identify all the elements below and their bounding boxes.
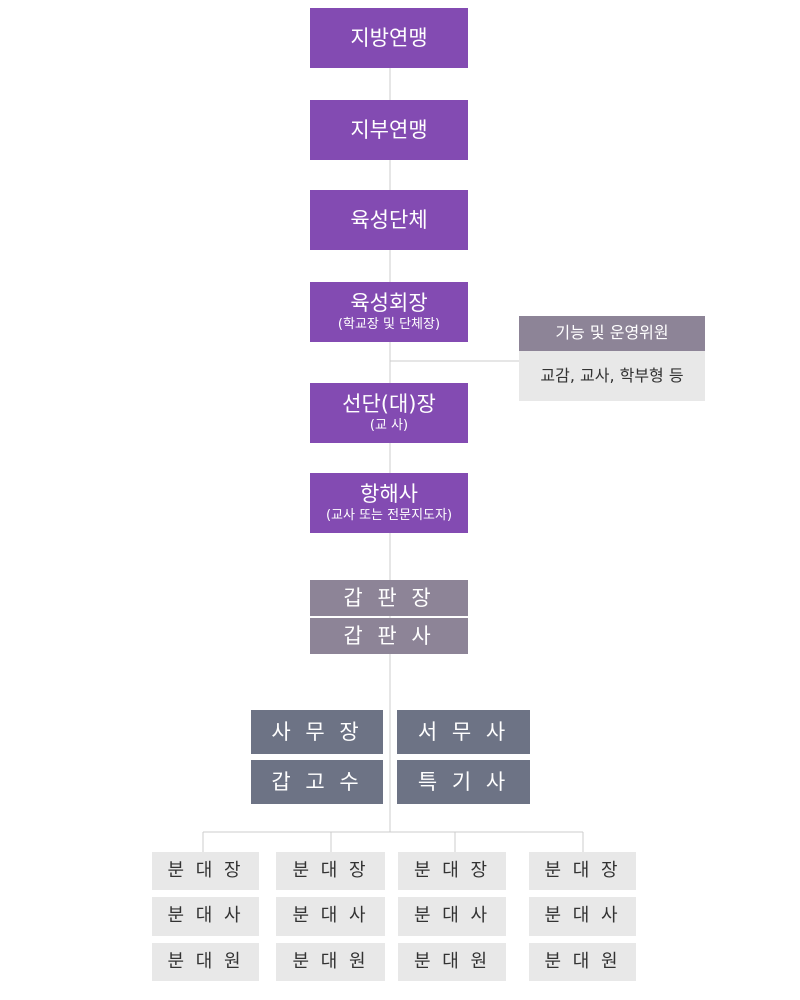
squad-deputy-label: 분 대 사	[292, 905, 369, 927]
node-label: 특 기 사	[417, 769, 510, 794]
squad-leader-label: 분 대 장	[292, 859, 369, 881]
squad-member-label: 분 대 원	[167, 950, 244, 972]
node-label: 갑 판 장	[343, 585, 435, 610]
node-navigator: 항해사 (교사 또는 전문지도자)	[310, 473, 468, 533]
node-sponsoring-body: 육성단체	[310, 190, 468, 250]
squad-leader: 분 대 장	[276, 852, 385, 890]
node-sublabel: (교사 또는 전문지도자)	[325, 507, 453, 523]
squad-member: 분 대 원	[276, 943, 385, 981]
squad-deputy-label: 분 대 사	[413, 905, 491, 927]
squad-deputy-label: 분 대 사	[544, 905, 621, 927]
squad-leader: 분 대 장	[152, 852, 259, 890]
squad-leader-label: 분 대 장	[167, 859, 244, 881]
node-label: 항해사	[360, 482, 418, 507]
squad-member-label: 분 대 원	[292, 950, 369, 972]
node-label: 육성회장	[350, 291, 428, 316]
squad-deputy: 분 대 사	[276, 897, 385, 936]
squad-member-label: 분 대 원	[413, 950, 491, 972]
node-label: 사 무 장	[271, 719, 363, 744]
squad-member: 분 대 원	[152, 943, 259, 981]
node-gunner: 갑 고 수	[251, 760, 383, 804]
node-label: 선단(대)장	[342, 392, 436, 417]
side-note-header: 기능 및 운영위원	[519, 316, 705, 351]
node-label: 육성단체	[350, 207, 428, 232]
squad-leader: 분 대 장	[398, 852, 506, 890]
side-note-body: 교감, 교사, 학부형 등	[519, 351, 705, 401]
node-regional-federation: 지방연맹	[310, 8, 468, 68]
side-note-header-label: 기능 및 운영위원	[555, 323, 669, 343]
node-sublabel: (교 사)	[369, 417, 409, 433]
node-label: 갑 고 수	[271, 769, 363, 794]
node-label: 지부연맹	[350, 117, 428, 142]
squad-leader-label: 분 대 장	[413, 859, 491, 881]
squad-deputy: 분 대 사	[529, 897, 636, 936]
node-captain: 선단(대)장 (교 사)	[310, 383, 468, 443]
squad-deputy-label: 분 대 사	[167, 905, 244, 927]
node-admin-chief: 사 무 장	[251, 710, 383, 754]
node-label: 서 무 사	[417, 719, 510, 744]
node-sponsor-chair: 육성회장 (학교장 및 단체장)	[310, 282, 468, 342]
squad-leader: 분 대 장	[529, 852, 636, 890]
squad-leader-label: 분 대 장	[544, 859, 621, 881]
squad-member: 분 대 원	[529, 943, 636, 981]
squad-deputy: 분 대 사	[398, 897, 506, 936]
node-sublabel: (학교장 및 단체장)	[337, 316, 441, 332]
node-deck-chief: 갑 판 장	[310, 580, 468, 616]
node-clerk: 서 무 사	[397, 710, 530, 754]
node-label: 갑 판 사	[343, 623, 435, 648]
node-specialist: 특 기 사	[397, 760, 530, 804]
node-deck-officer: 갑 판 사	[310, 618, 468, 654]
side-note-body-label: 교감, 교사, 학부형 등	[540, 365, 684, 385]
node-district-federation: 지부연맹	[310, 100, 468, 160]
squad-member-label: 분 대 원	[544, 950, 621, 972]
squad-member: 분 대 원	[398, 943, 506, 981]
node-label: 지방연맹	[350, 25, 428, 50]
squad-deputy: 분 대 사	[152, 897, 259, 936]
